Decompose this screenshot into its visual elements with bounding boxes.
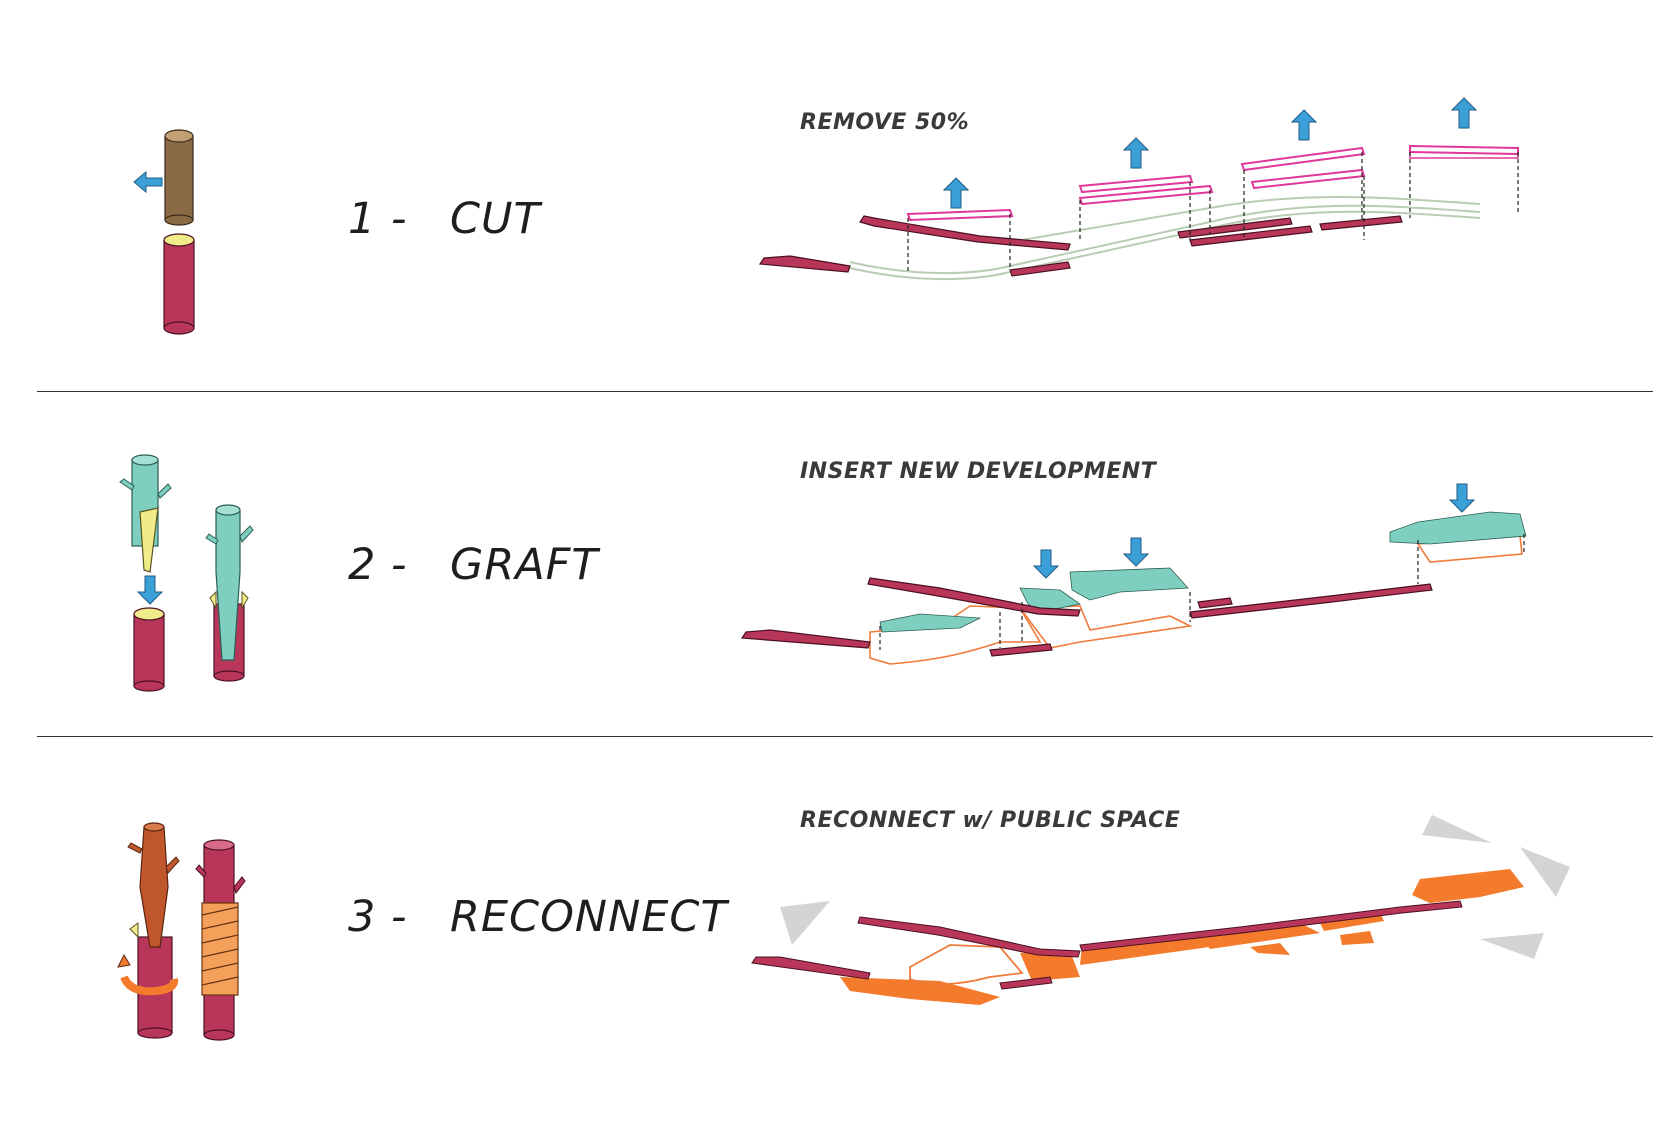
reconnect-site-diagram [751,815,1570,1005]
step-title: CUT [450,194,541,244]
step-caption: REMOVE 50% [800,110,970,135]
step-number: 2 - [348,540,408,590]
step-title: GRAFT [450,540,599,590]
section-divider [37,736,1653,737]
cut-tree-icon [133,129,195,335]
step-graft: 2 - GRAFT INSERT NEW DEVELOPMENT [0,392,1676,732]
step-title: RECONNECT [450,892,728,942]
step-caption: RECONNECT w/ PUBLIC SPACE [800,808,1181,833]
step-number: 3 - [348,892,408,942]
step-caption: INSERT NEW DEVELOPMENT [800,459,1157,484]
step-number: 1 - [348,194,408,244]
graft-site-diagram [740,483,1527,665]
step-cut: 1 - CUT REMOVE 50% [0,0,1676,340]
section-divider [37,391,1653,392]
reconnect-tree-icon [117,822,246,1041]
graft-tree-icon [119,454,254,692]
step-reconnect: 3 - RECONNECT RECONNECT w/ PUBLIC SPACE [0,737,1676,1077]
cut-site-diagram [758,97,1519,281]
